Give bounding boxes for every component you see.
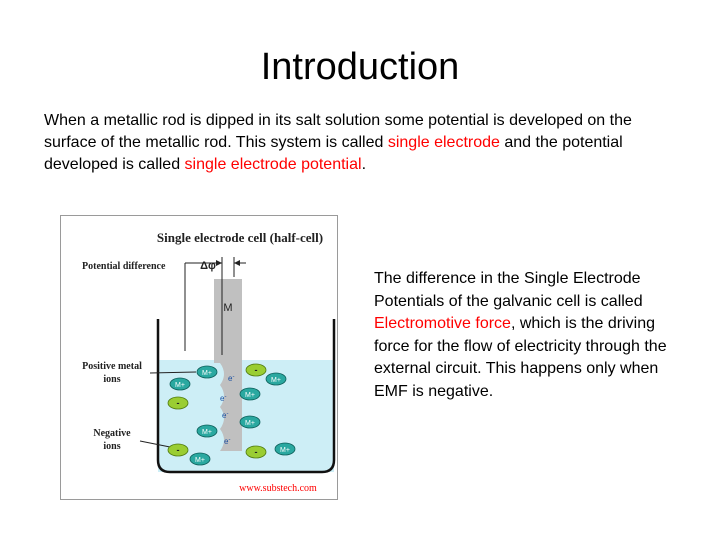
cation: M+ (196, 424, 218, 438)
cation-label: M+ (271, 377, 281, 384)
cation-label: M+ (245, 420, 255, 427)
figure-source: www.substech.com (239, 483, 317, 494)
cation: M+ (189, 452, 211, 466)
cation: M+ (239, 387, 261, 401)
positive-ions-label-line2: ions (103, 374, 120, 385)
cation-label: M+ (202, 429, 212, 436)
slide-title: Introduction (260, 46, 460, 88)
cation: M+ (196, 365, 218, 379)
cation-label: M+ (245, 392, 255, 399)
negative-ions-label-line2: ions (103, 441, 120, 452)
intro-text-3: . (361, 156, 367, 173)
potential-arrowhead-left (216, 260, 222, 266)
positive-ions-pointer (149, 371, 197, 374)
emf-text-1: The difference in the Single Electrode P… (374, 270, 643, 310)
electron: e- (228, 374, 234, 383)
negative-ions-label-line1: Negative (93, 428, 131, 439)
beaker (156, 319, 336, 474)
cation: M+ (239, 415, 261, 429)
electron: e- (224, 437, 230, 446)
anion-label: - (177, 445, 180, 455)
intro-text-1: When a metallic rod is dipped in its sal… (44, 112, 632, 151)
anion: - (245, 445, 267, 459)
half-cell-figure: Single electrode cell (half-cell) M Pote… (60, 215, 338, 500)
anion-label: - (255, 447, 258, 457)
cation-label: M+ (202, 370, 212, 377)
term-electromotive-force: Electromotive force (374, 315, 511, 332)
anion-label: - (177, 398, 180, 408)
cation: M+ (274, 442, 296, 456)
rod-label: M (223, 302, 232, 314)
anion-label: - (255, 365, 258, 375)
figure-title: Single electrode cell (half-cell) (157, 230, 323, 245)
salt-solution (158, 360, 334, 472)
positive-ions-label-line1: Positive metal (82, 361, 142, 372)
electron: e- (220, 394, 226, 403)
electron: e- (222, 411, 228, 420)
cation-label: M+ (175, 382, 185, 389)
anion: - (167, 396, 189, 410)
emf-paragraph: The difference in the Single Electrode P… (374, 268, 694, 403)
term-single-electrode: single electrode (387, 134, 500, 151)
negative-ions-pointer (139, 440, 171, 448)
emf-text-2: , which is the driving force for the flo… (374, 315, 667, 400)
delta-phi-label: Δφ (200, 260, 216, 272)
metal-rod (214, 279, 242, 451)
intro-paragraph: When a metallic rod is dipped in its sal… (44, 110, 684, 176)
half-cell-diagram: Single electrode cell (half-cell) M Pote… (60, 215, 338, 500)
cation: M+ (265, 372, 287, 386)
anion: - (245, 363, 267, 377)
cation-label: M+ (195, 457, 205, 464)
term-single-electrode-potential: single electrode potential (184, 156, 362, 173)
cation-label: M+ (280, 447, 290, 454)
anion: - (167, 443, 189, 457)
potential-difference-label: Potential difference (82, 261, 166, 272)
intro-text-2: and the potential developed is called (44, 134, 623, 173)
cation: M+ (169, 377, 191, 391)
